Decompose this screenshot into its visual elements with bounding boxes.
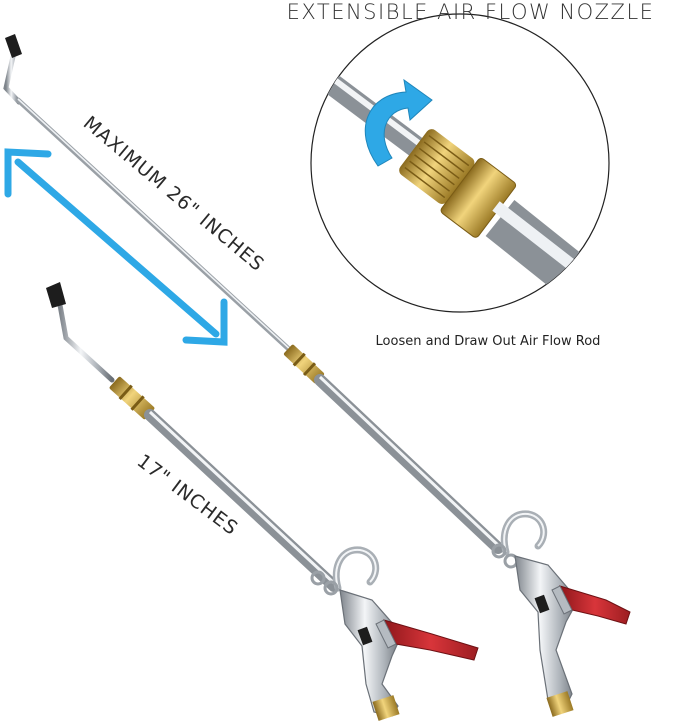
long-trigger-lever bbox=[559, 585, 631, 625]
long-brass-coupler bbox=[283, 344, 325, 384]
long-inlet-fitting bbox=[546, 691, 574, 717]
short-inlet-fitting bbox=[372, 695, 400, 721]
short-brass-coupler bbox=[109, 376, 155, 420]
short-trigger-lever bbox=[383, 619, 479, 661]
rotate-arrow-icon bbox=[364, 78, 433, 167]
page-title: EXTENSIBLE AIR FLOW NOZZLE bbox=[286, 0, 655, 24]
zoom-detail bbox=[310, 13, 610, 313]
short-nozzle bbox=[46, 282, 479, 721]
long-nozzle bbox=[3, 34, 631, 717]
double-arrow-icon bbox=[4, 148, 228, 346]
short-tip-cap bbox=[46, 282, 66, 308]
long-tip-cap bbox=[5, 34, 22, 58]
zoom-caption: Loosen and Draw Out Air Flow Rod bbox=[375, 334, 601, 349]
